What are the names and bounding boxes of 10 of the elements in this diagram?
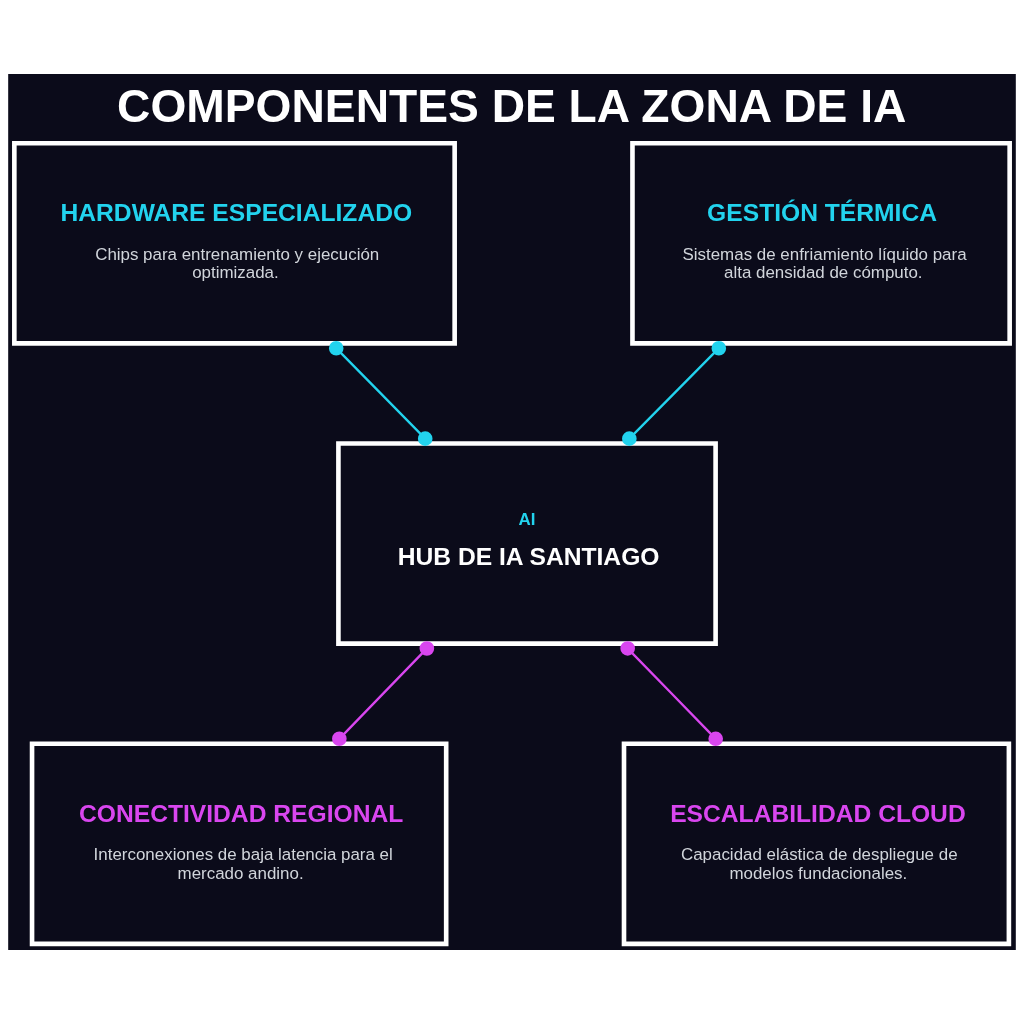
connector	[328, 340, 433, 446]
node-box: GESTIÓN TÉRMICA Sistemas de enfriamiento líquido para alta densidad de cómputo.	[630, 140, 1012, 346]
node-box: CONECTIVIDAD REGIONAL Interconexiones de baja latencia para el mercado andino.	[29, 741, 449, 947]
node-box: ESCALABILIDAD CLOUD Capacidad elástica de despliegue de modelos fundacionales.	[621, 741, 1012, 947]
connector	[620, 641, 723, 747]
connector	[622, 340, 727, 446]
node-box: HARDWARE ESPECIALIZADO Chips para entrenamiento y ejecución optimizada.	[12, 140, 457, 346]
connector	[332, 641, 435, 747]
diagram-title: COMPONENTES DE LA ZONA DE IA	[117, 79, 907, 132]
node-box: AI HUB DE IA SANTIAGO	[336, 441, 718, 646]
